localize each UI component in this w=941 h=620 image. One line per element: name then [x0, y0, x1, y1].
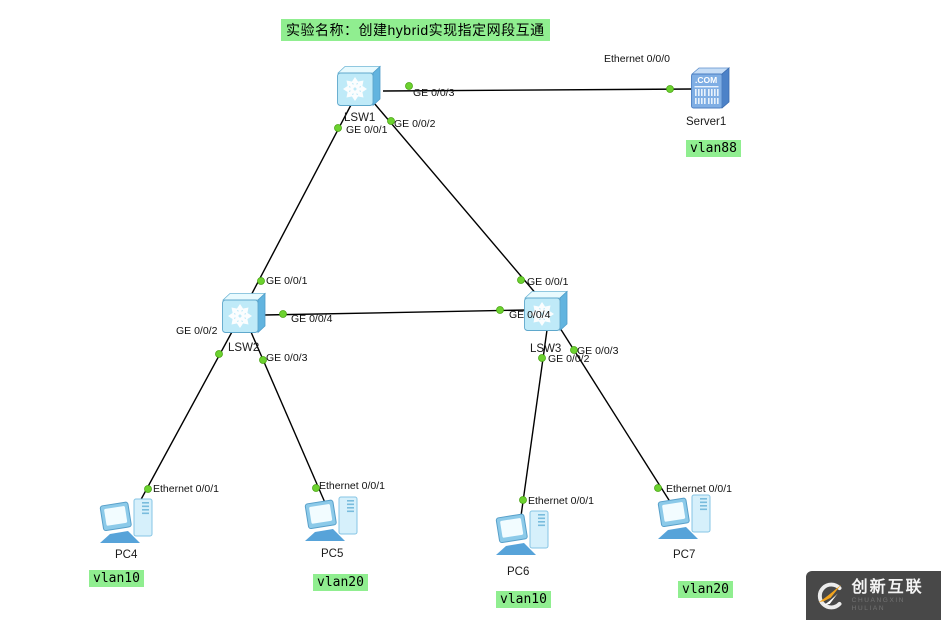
label-pc5: PC5	[321, 548, 344, 560]
port-label-lsw3-ge003: GE 0/0/3	[577, 345, 619, 357]
device-pc5[interactable]	[303, 494, 361, 547]
switch-icon	[221, 292, 267, 334]
label-pc6: PC6	[507, 566, 530, 578]
port-label-lsw1-ge002: GE 0/0/2	[394, 118, 436, 130]
device-server1[interactable]: .COM	[688, 66, 732, 115]
device-lsw2[interactable]	[220, 291, 268, 340]
link-lsw3-pc7[interactable]	[559, 327, 675, 509]
pc-icon	[99, 498, 153, 543]
device-pc4[interactable]	[98, 496, 156, 549]
watermark-text: 创新互联 CHUANGXIN HULIAN	[852, 579, 941, 613]
label-server1: Server1	[686, 116, 727, 128]
port-label-lsw2-ge001: GE 0/0/1	[266, 275, 308, 287]
watermark-brand: 创新互联	[851, 578, 924, 596]
port-label-lsw2-ge003: GE 0/0/3	[266, 352, 308, 364]
vlan-badge-pc7[interactable]: vlan20	[678, 581, 733, 598]
port-label-lsw1-ge001: GE 0/0/1	[346, 124, 388, 136]
port-label-pc6-eth001: Ethernet 0/0/1	[528, 495, 594, 507]
device-pc6[interactable]	[494, 508, 552, 561]
pc-icon	[657, 494, 711, 539]
port-label-lsw2-ge002: GE 0/0/2	[176, 325, 218, 337]
server-icon: .COM	[690, 67, 731, 109]
pc-icon	[304, 496, 358, 541]
vlan-badge-pc5[interactable]: vlan20	[313, 574, 368, 591]
watermark: 创新互联 CHUANGXIN HULIAN	[806, 571, 941, 620]
port-label-pc5-eth001: Ethernet 0/0/1	[319, 480, 385, 492]
port-label-lsw2-ge004: GE 0/0/4	[291, 313, 333, 325]
experiment-title[interactable]: 实验名称：创建hybrid实现指定网段互通	[281, 19, 550, 41]
watermark-subtitle: CHUANGXIN HULIAN	[851, 596, 906, 612]
port-status-dots	[144, 82, 674, 504]
pc-icon	[495, 510, 549, 555]
vlan-badge-pc4[interactable]: vlan10	[89, 570, 144, 587]
cx-logo-icon	[817, 582, 842, 609]
link-lsw1-lsw3[interactable]	[373, 102, 544, 303]
port-label-server1-eth000: Ethernet 0/0/0	[604, 53, 670, 65]
label-pc4: PC4	[115, 549, 138, 561]
port-label-pc7-eth001: Ethernet 0/0/1	[666, 483, 732, 495]
vlan-badge-pc6[interactable]: vlan10	[496, 591, 551, 608]
svg-text:.COM: .COM	[695, 75, 717, 85]
device-pc7[interactable]	[656, 492, 714, 545]
port-label-lsw3-ge002: GE 0/0/2	[548, 353, 590, 365]
link-lsw1-server1[interactable]	[382, 88, 694, 92]
label-pc7: PC7	[673, 549, 696, 561]
port-label-lsw3-ge001: GE 0/0/1	[527, 276, 569, 288]
link-lsw2-pc4[interactable]	[137, 329, 234, 506]
switch-icon	[523, 290, 569, 332]
switch-icon	[336, 65, 382, 107]
vlan-badge-server1[interactable]: vlan88	[686, 140, 741, 157]
port-label-pc4-eth001: Ethernet 0/0/1	[153, 483, 219, 495]
label-lsw1: LSW1	[344, 112, 376, 124]
port-label-lsw3-ge004: GE 0/0/4	[509, 309, 551, 321]
port-label-lsw1-ge003: GE 0/0/3	[413, 87, 455, 99]
device-lsw1[interactable]	[335, 64, 383, 113]
label-lsw3: LSW3	[530, 343, 562, 355]
link-lsw2-lsw3[interactable]	[263, 309, 529, 316]
label-lsw2: LSW2	[228, 342, 260, 354]
link-lsw1-lsw2[interactable]	[246, 102, 353, 304]
device-lsw3[interactable]	[522, 289, 570, 338]
